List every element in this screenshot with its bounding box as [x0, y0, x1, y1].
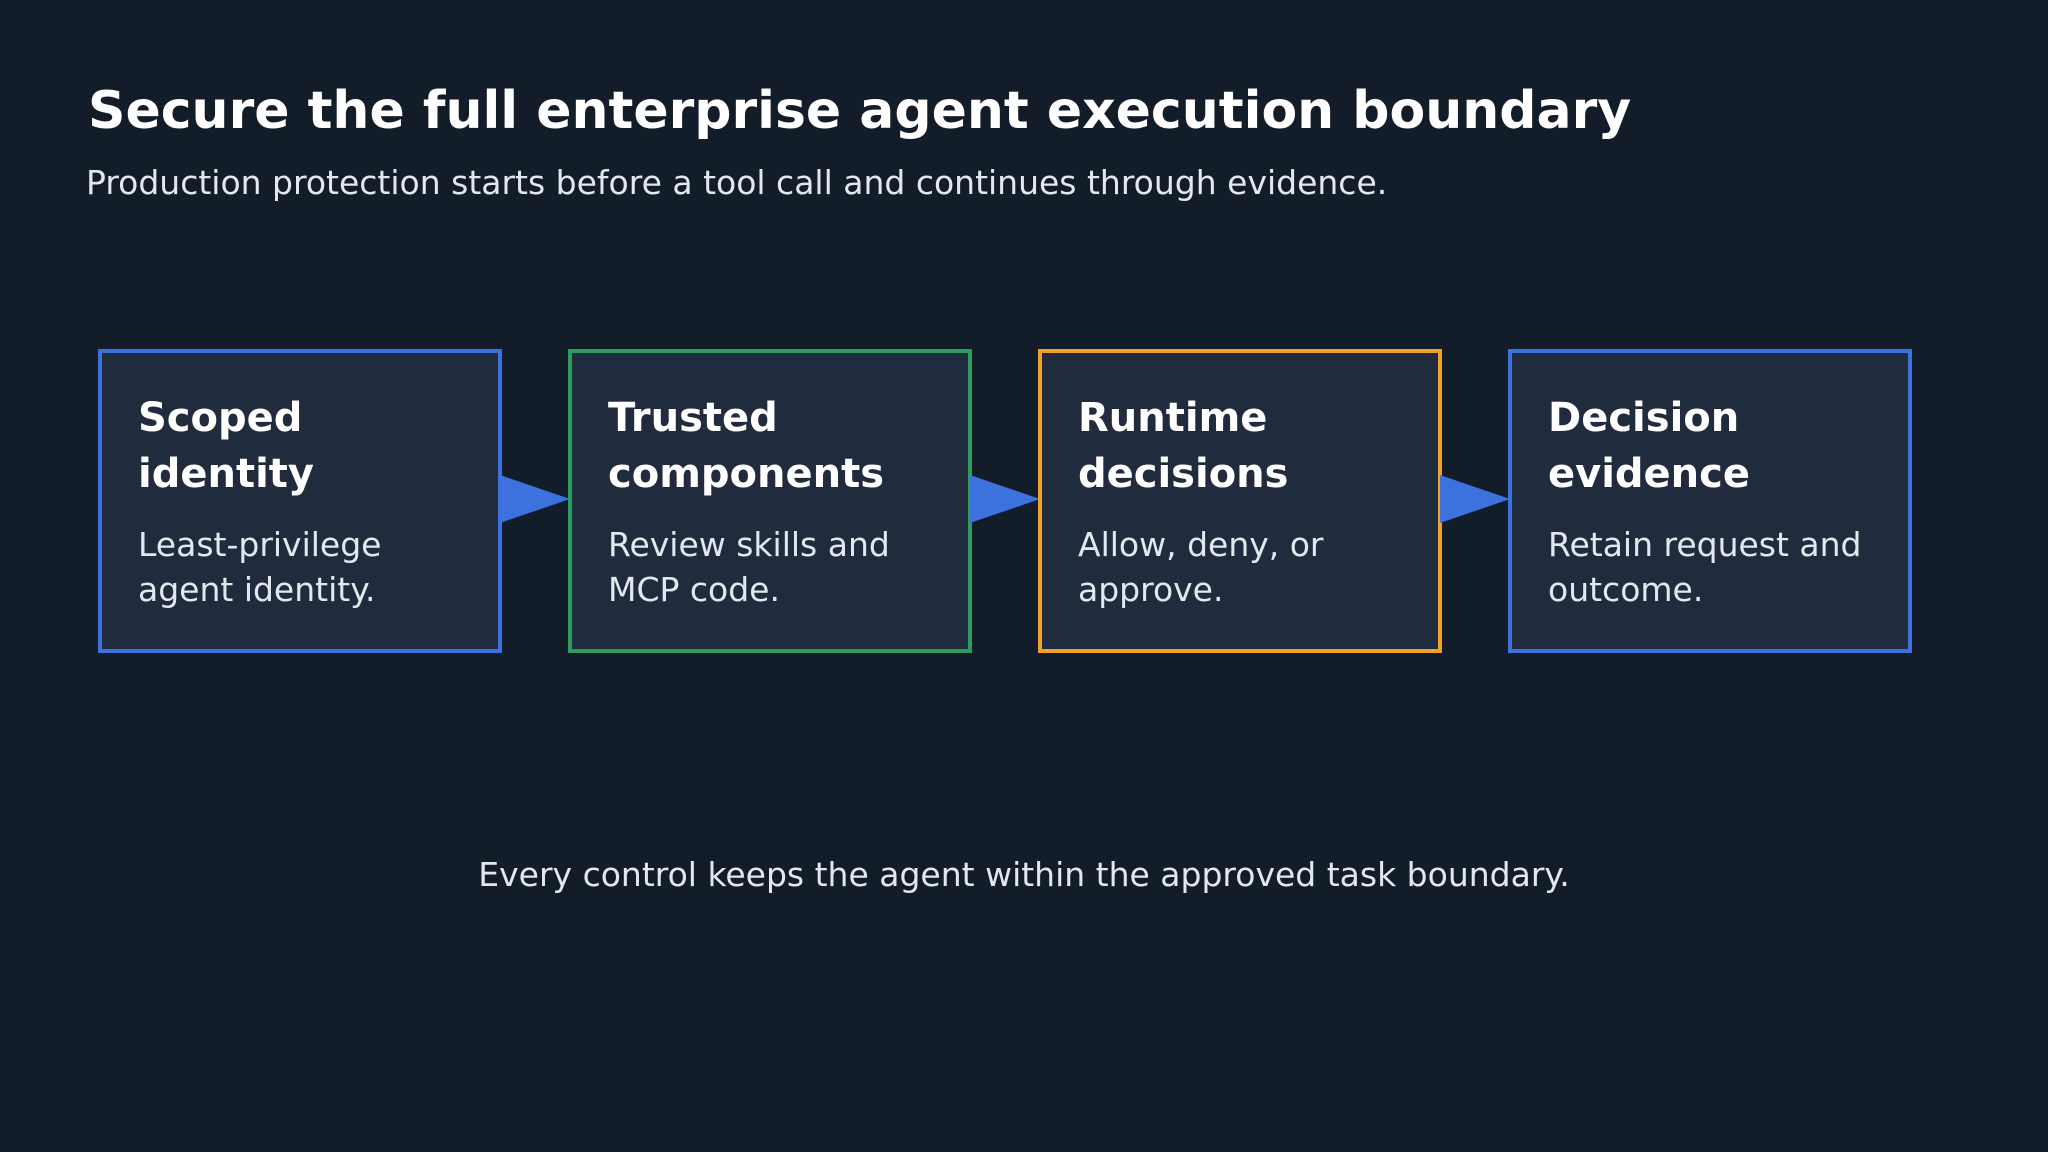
step-description: Retain request and outcome.	[1548, 525, 1862, 609]
step-description: Allow, deny, or approve.	[1078, 525, 1324, 609]
step-title: Scoped identity	[138, 395, 314, 497]
flow-arrow-3	[1440, 475, 1510, 523]
step-trusted-components: Trusted components Review skills and MCP…	[568, 349, 972, 653]
step-title: Runtime decisions	[1078, 395, 1289, 497]
step-title: Decision evidence	[1548, 395, 1750, 497]
footer-note: Every control keeps the agent within the…	[478, 855, 1570, 894]
step-decision-evidence: Decision evidence Retain request and out…	[1508, 349, 1912, 653]
step-runtime-decisions: Runtime decisions Allow, deny, or approv…	[1038, 349, 1442, 653]
step-description: Least-privilege agent identity.	[138, 525, 382, 609]
page-title: Secure the full enterprise agent executi…	[88, 81, 1632, 141]
step-description: Review skills and MCP code.	[608, 525, 890, 609]
flow-arrow-2	[970, 475, 1040, 523]
flow-arrow-1	[500, 475, 570, 523]
step-scoped-identity: Scoped identity Least-privilege agent id…	[98, 349, 502, 653]
page-subtitle: Production protection starts before a to…	[86, 163, 1388, 202]
step-title: Trusted components	[608, 395, 884, 497]
